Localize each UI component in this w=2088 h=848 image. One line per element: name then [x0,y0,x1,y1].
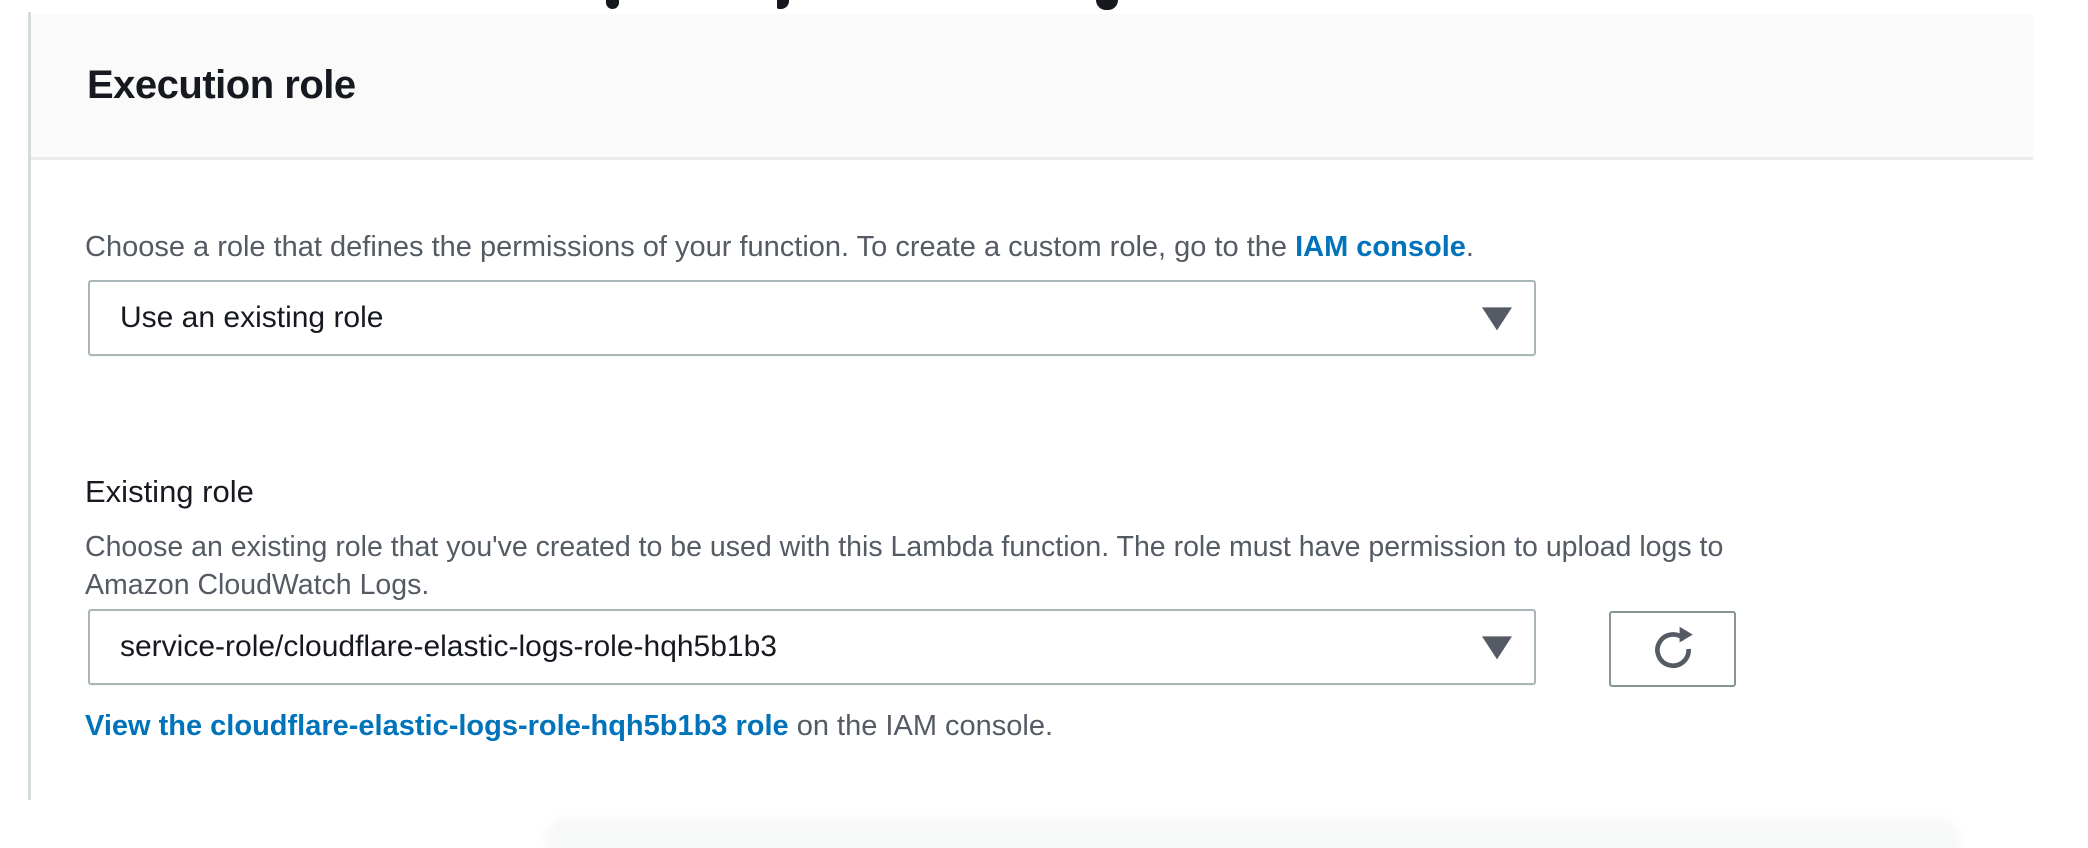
panel-left-border [28,12,31,800]
role-source-description-period: . [1465,231,1474,263]
clipped-text-fragment [1096,0,1118,10]
clipped-text-fragment [606,0,619,9]
caret-down-icon [1482,307,1512,331]
existing-role-select-value: service-role/cloudflare-elastic-logs-rol… [120,630,777,663]
refresh-icon [1649,625,1697,673]
view-role-suffix: on the IAM console. [788,710,1054,742]
existing-role-description-line-2: Amazon CloudWatch Logs. [85,569,430,601]
caret-down-icon [1482,636,1512,660]
next-section-top-edge [545,818,1960,848]
clipped-text-fragment [777,0,789,9]
role-source-select[interactable]: Use an existing role [88,280,1536,356]
existing-role-select[interactable]: service-role/cloudflare-elastic-logs-rol… [88,609,1536,685]
page-title: Execution role [87,63,356,107]
role-source-description-text: Choose a role that defines the permissio… [85,231,1296,263]
existing-role-description-line-1: Choose an existing role that you've crea… [85,531,1724,563]
role-source-description: Choose a role that defines the permissio… [85,228,1474,266]
role-source-select-value: Use an existing role [120,301,384,334]
view-role-line: View the cloudflare-elastic-logs-role-hq… [85,710,1053,743]
iam-console-link[interactable]: IAM console [1295,231,1466,263]
view-role-link[interactable]: View the cloudflare-elastic-logs-role-hq… [85,710,789,742]
existing-role-label: Existing role [85,474,254,509]
refresh-roles-button[interactable] [1609,611,1736,687]
panel-header: Execution role [31,14,2033,160]
